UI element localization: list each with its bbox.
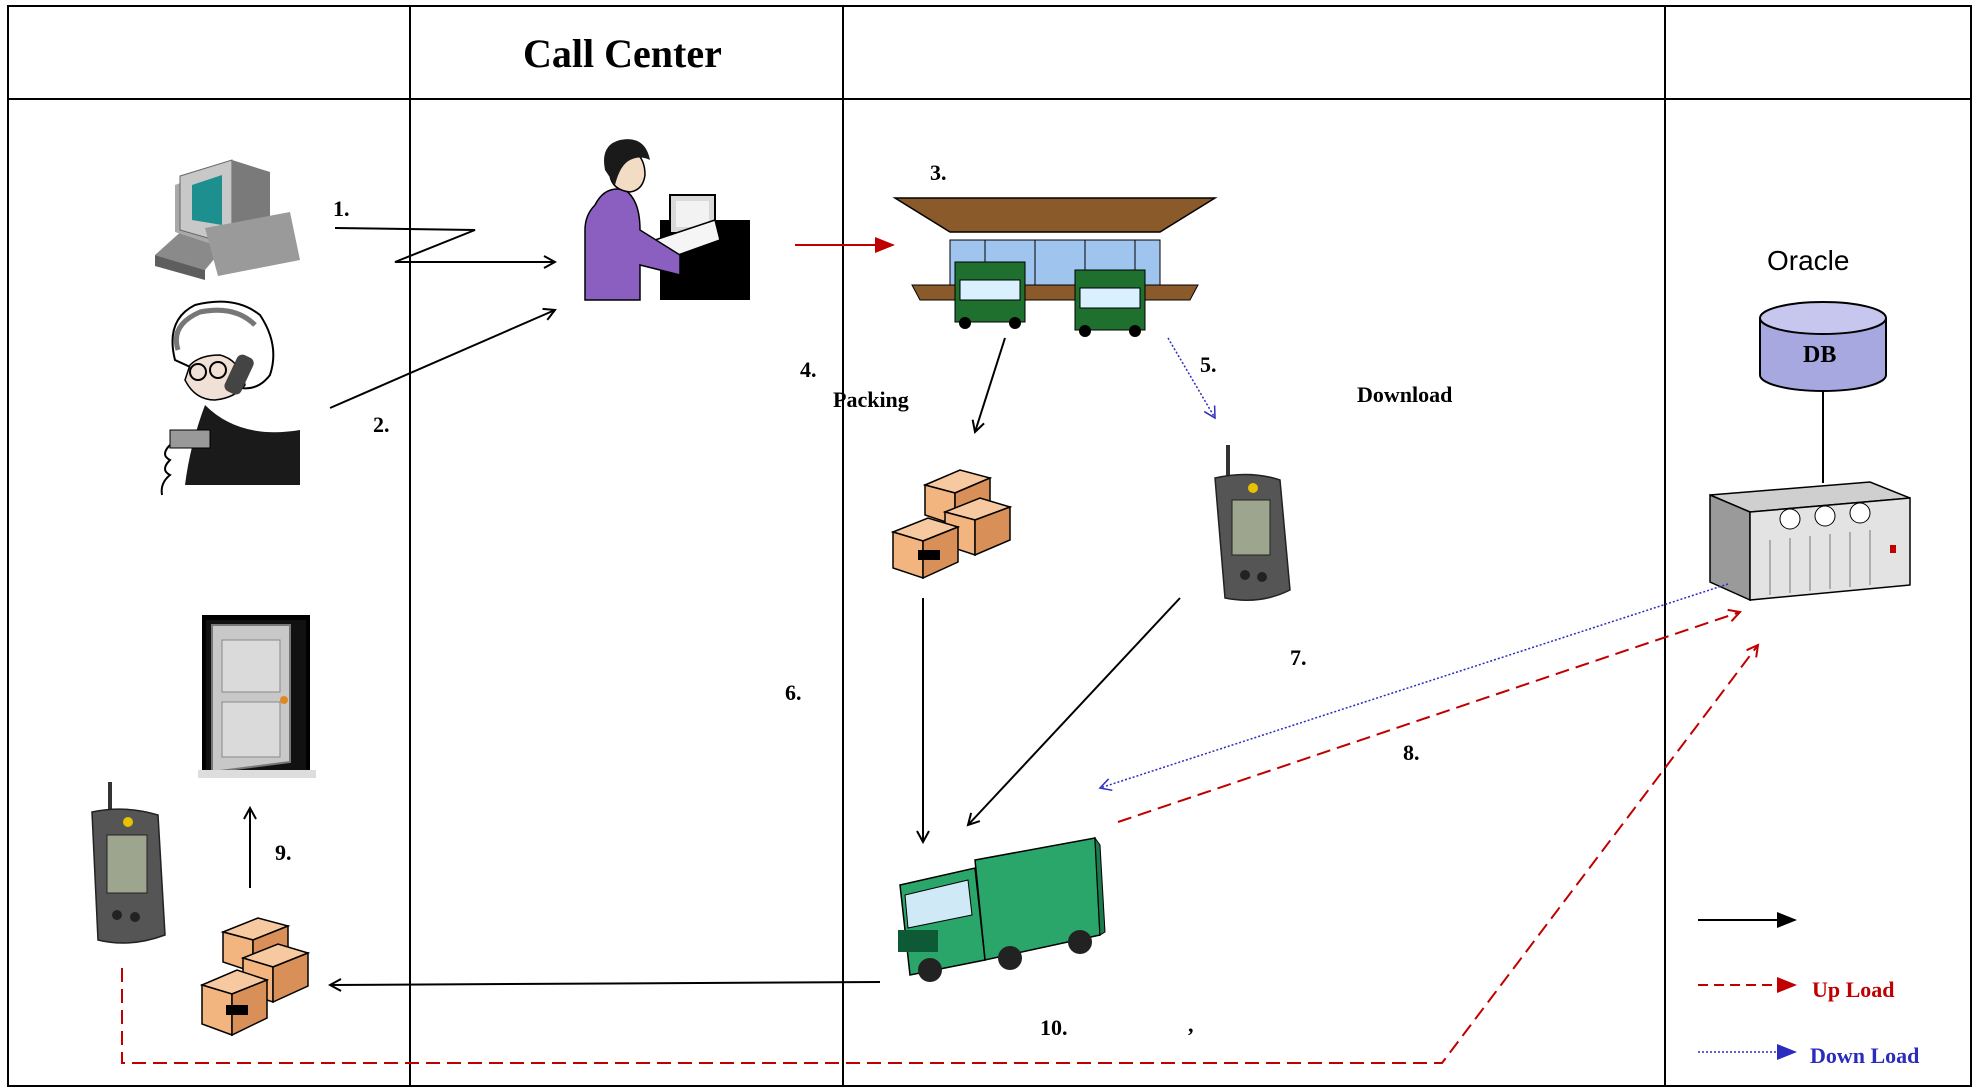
arrow-5: [1167, 337, 1216, 420]
step-10-label: 10.: [1040, 1015, 1068, 1040]
step-4-label: 4.: [800, 357, 817, 382]
phone-customer-icon: [160, 300, 300, 496]
step-8-label: 8.: [1403, 740, 1420, 765]
database-icon: [1759, 301, 1887, 392]
operator-icon: [584, 139, 750, 301]
comma-mark: ,: [1188, 1012, 1194, 1037]
step-5-label: 5.: [1200, 352, 1217, 377]
packing-label: Packing: [833, 387, 909, 412]
handheld-icon-courier: [91, 782, 166, 944]
download-label: Download: [1357, 382, 1453, 407]
arrow-courier-upload: [121, 645, 1758, 1064]
arrow-4: [975, 337, 1006, 432]
boxes-icon-delivery: [199, 917, 311, 1037]
db-label: DB: [1803, 342, 1837, 368]
legend-download-label: Down Load: [1810, 1043, 1920, 1068]
arrow-7: [968, 597, 1181, 825]
door-icon: [198, 615, 316, 778]
header-call-center: Call Center: [523, 31, 722, 76]
arrow-1: [334, 227, 555, 262]
oracle-label: Oracle: [1767, 245, 1850, 276]
step-6-label: 6.: [785, 680, 802, 705]
step-1-label: 1.: [333, 196, 350, 221]
boxes-icon: [890, 469, 1013, 580]
handheld-icon: [1214, 445, 1291, 601]
step-7-label: 7.: [1290, 645, 1307, 670]
legend-upload-label: Up Load: [1812, 977, 1895, 1002]
computer-icon: [155, 159, 300, 280]
step-3-label: 3.: [930, 160, 947, 185]
truck-icon: [898, 836, 1106, 982]
step-9-label: 9.: [275, 840, 292, 865]
swimlane-grid: [7, 5, 1972, 1087]
warehouse-icon: [892, 197, 1218, 337]
arrow-2: [329, 310, 555, 409]
server-icon: [1709, 481, 1911, 602]
arrow-10: [330, 982, 881, 985]
arrow-8-upload: [1117, 612, 1740, 823]
step-2-label: 2.: [373, 412, 390, 437]
